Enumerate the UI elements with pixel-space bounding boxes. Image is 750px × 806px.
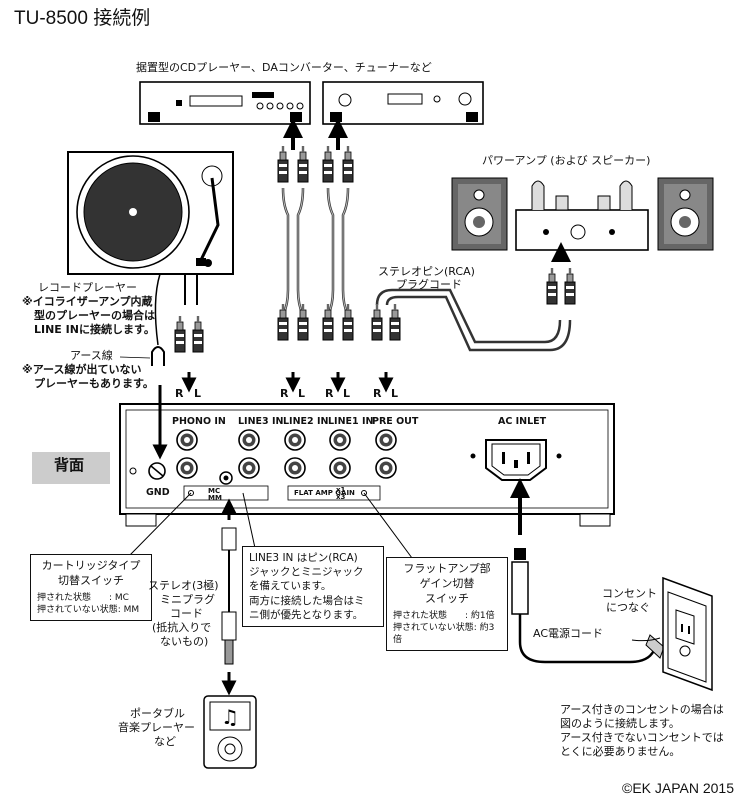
gnd-terminal[interactable]: [148, 462, 166, 480]
pre-out-label: PRE OUT: [372, 416, 419, 427]
power-amp-label: パワーアンプ (および スピーカー): [482, 154, 651, 167]
cartridge-title-1: カートリッジタイプ: [41, 559, 141, 572]
flat-title-1: フラットアンプ部: [403, 562, 491, 575]
line3-callout: LINE3 IN はピン(RCA) ジャックとミニジャック を備えています。 両…: [242, 546, 384, 627]
ac-inlet[interactable]: [470, 439, 562, 481]
outlet-note-1: アース付きのコンセントの場合は: [560, 703, 724, 716]
flat-state-2: 押されていない状態: [393, 622, 474, 633]
flat-value-1: : 約1倍: [465, 610, 495, 621]
x1-label: x1: [336, 486, 346, 494]
turntable-icon: [67, 151, 234, 275]
line3-note-4: 両方に接続した場合はミ: [249, 594, 365, 607]
cartridge-value-1: : MC: [109, 592, 129, 603]
mini-plug-label-1: ステレオ(3極): [148, 579, 219, 592]
phono-cable: [151, 273, 204, 366]
line1-r-label: R: [325, 387, 334, 400]
line1-in-label: LINE1 IN: [328, 416, 374, 427]
preout-l-label: L: [391, 387, 399, 400]
record-note-1: ※イコライザーアンプ内蔵: [22, 295, 153, 308]
rca-cable-line1: [322, 145, 354, 341]
mini-plug-cable: [221, 498, 237, 696]
flat-title-3: スイッチ: [425, 591, 469, 605]
line3-note-3: を備えています。: [249, 580, 332, 593]
record-note-3: LINE INに接続します。: [34, 323, 155, 336]
page-title: TU-8500 接続例: [14, 8, 151, 29]
line3-note-1: LINE3 IN はピン(RCA): [249, 552, 358, 564]
cartridge-state-2: 押されていない状態: [37, 604, 118, 615]
copyright: ©EK JAPAN 2015: [622, 779, 734, 796]
ac-power-cord: [511, 548, 665, 664]
phono-in-label: PHONO IN: [172, 416, 226, 427]
speaker-left-icon: [451, 177, 508, 251]
ac-cord-label: AC電源コード: [533, 627, 604, 640]
line3-in-label: LINE3 IN: [238, 416, 284, 427]
record-player-label: レコードプレーヤー: [38, 281, 137, 294]
outlet-label-1: コンセント: [602, 587, 657, 600]
phono-r-jack[interactable]: [176, 429, 198, 451]
line3-note-2: ジャックとミニジャック: [249, 566, 364, 579]
portable-label-1: ポータブル: [130, 707, 185, 720]
flat-amp-callout: フラットアンプ部 ゲイン切替 スイッチ 押された状態 : 約1倍 押されていない状…: [386, 557, 508, 651]
power-amp-icon: [515, 180, 649, 251]
mini-plug-label-3: コード: [170, 607, 203, 620]
flat-value-2: : 約3倍: [393, 622, 495, 645]
wall-outlet-icon: [662, 576, 713, 692]
line2-r-label: R: [280, 387, 289, 400]
line2-in-label: LINE2 IN: [283, 416, 329, 427]
back-panel-label: 背面: [54, 456, 85, 474]
phono-l-label: L: [194, 387, 202, 400]
outlet-note-3: アース付きでないコンセントでは: [560, 731, 724, 744]
flat-title-2: ゲイン切替: [419, 576, 475, 590]
mc-label: MC: [208, 487, 221, 495]
mini-plug-label-5: ないもの): [160, 635, 209, 648]
cartridge-state-1: 押された状態: [37, 592, 92, 603]
earth-note-1: ※アース線が出ていない: [22, 363, 142, 376]
rca-cable-line2: [277, 145, 309, 341]
portable-label-2: 音楽プレーヤー: [118, 721, 195, 734]
cd-player-icon: [139, 81, 311, 125]
earth-note-2: プレーヤーもあります。: [34, 377, 154, 390]
record-note-2: 型のプレーヤーの場合は: [34, 309, 155, 322]
earth-wire-label: アース線: [70, 349, 113, 362]
svg-text:♫: ♫: [221, 705, 239, 729]
speaker-right-icon: [657, 177, 714, 251]
phono-r-label: R: [175, 387, 184, 400]
phono-l-jack[interactable]: [176, 457, 198, 479]
preout-r-label: R: [373, 387, 382, 400]
da-converter-icon: [322, 81, 484, 125]
cartridge-switch-callout: カートリッジタイプ 切替スイッチ 押された状態 : MC 押されていない状態: M…: [30, 554, 152, 621]
mm-label: MM: [208, 494, 222, 502]
portable-player-icon: ♫: [203, 695, 257, 769]
stereo-pin-cord-label-1: ステレオピン(RCA): [378, 265, 475, 278]
line1-l-label: L: [343, 387, 351, 400]
cartridge-value-2: : MM: [117, 604, 140, 615]
mini-plug-label-2: ミニプラグ: [160, 593, 215, 606]
x3-label: x3: [336, 493, 346, 501]
flat-amp-gain-label: FLAT AMP GAIN: [294, 489, 355, 497]
line2-l-label: L: [298, 387, 306, 400]
outlet-label-2: につなぐ: [606, 601, 650, 614]
mini-plug-label-4: (抵抗入りで: [152, 621, 212, 634]
cartridge-title-2: 切替スイッチ: [58, 573, 124, 587]
gnd-label: GND: [146, 487, 170, 498]
line3-note-5: ニ側が優先となります。: [249, 608, 364, 621]
portable-label-3: など: [154, 735, 176, 748]
flat-state-1: 押された状態: [393, 610, 448, 621]
stereo-pin-cord-label-2: プラグコード: [396, 278, 462, 291]
cd-players-label: 据置型のCDプレーヤー、DAコンバーター、チューナーなど: [136, 61, 432, 74]
outlet-note-2: 図のように接続します。: [560, 717, 680, 730]
pre-out-cable: [371, 267, 576, 352]
ac-inlet-label: AC INLET: [498, 416, 547, 427]
outlet-note-4: とくに必要ありません。: [560, 745, 681, 758]
